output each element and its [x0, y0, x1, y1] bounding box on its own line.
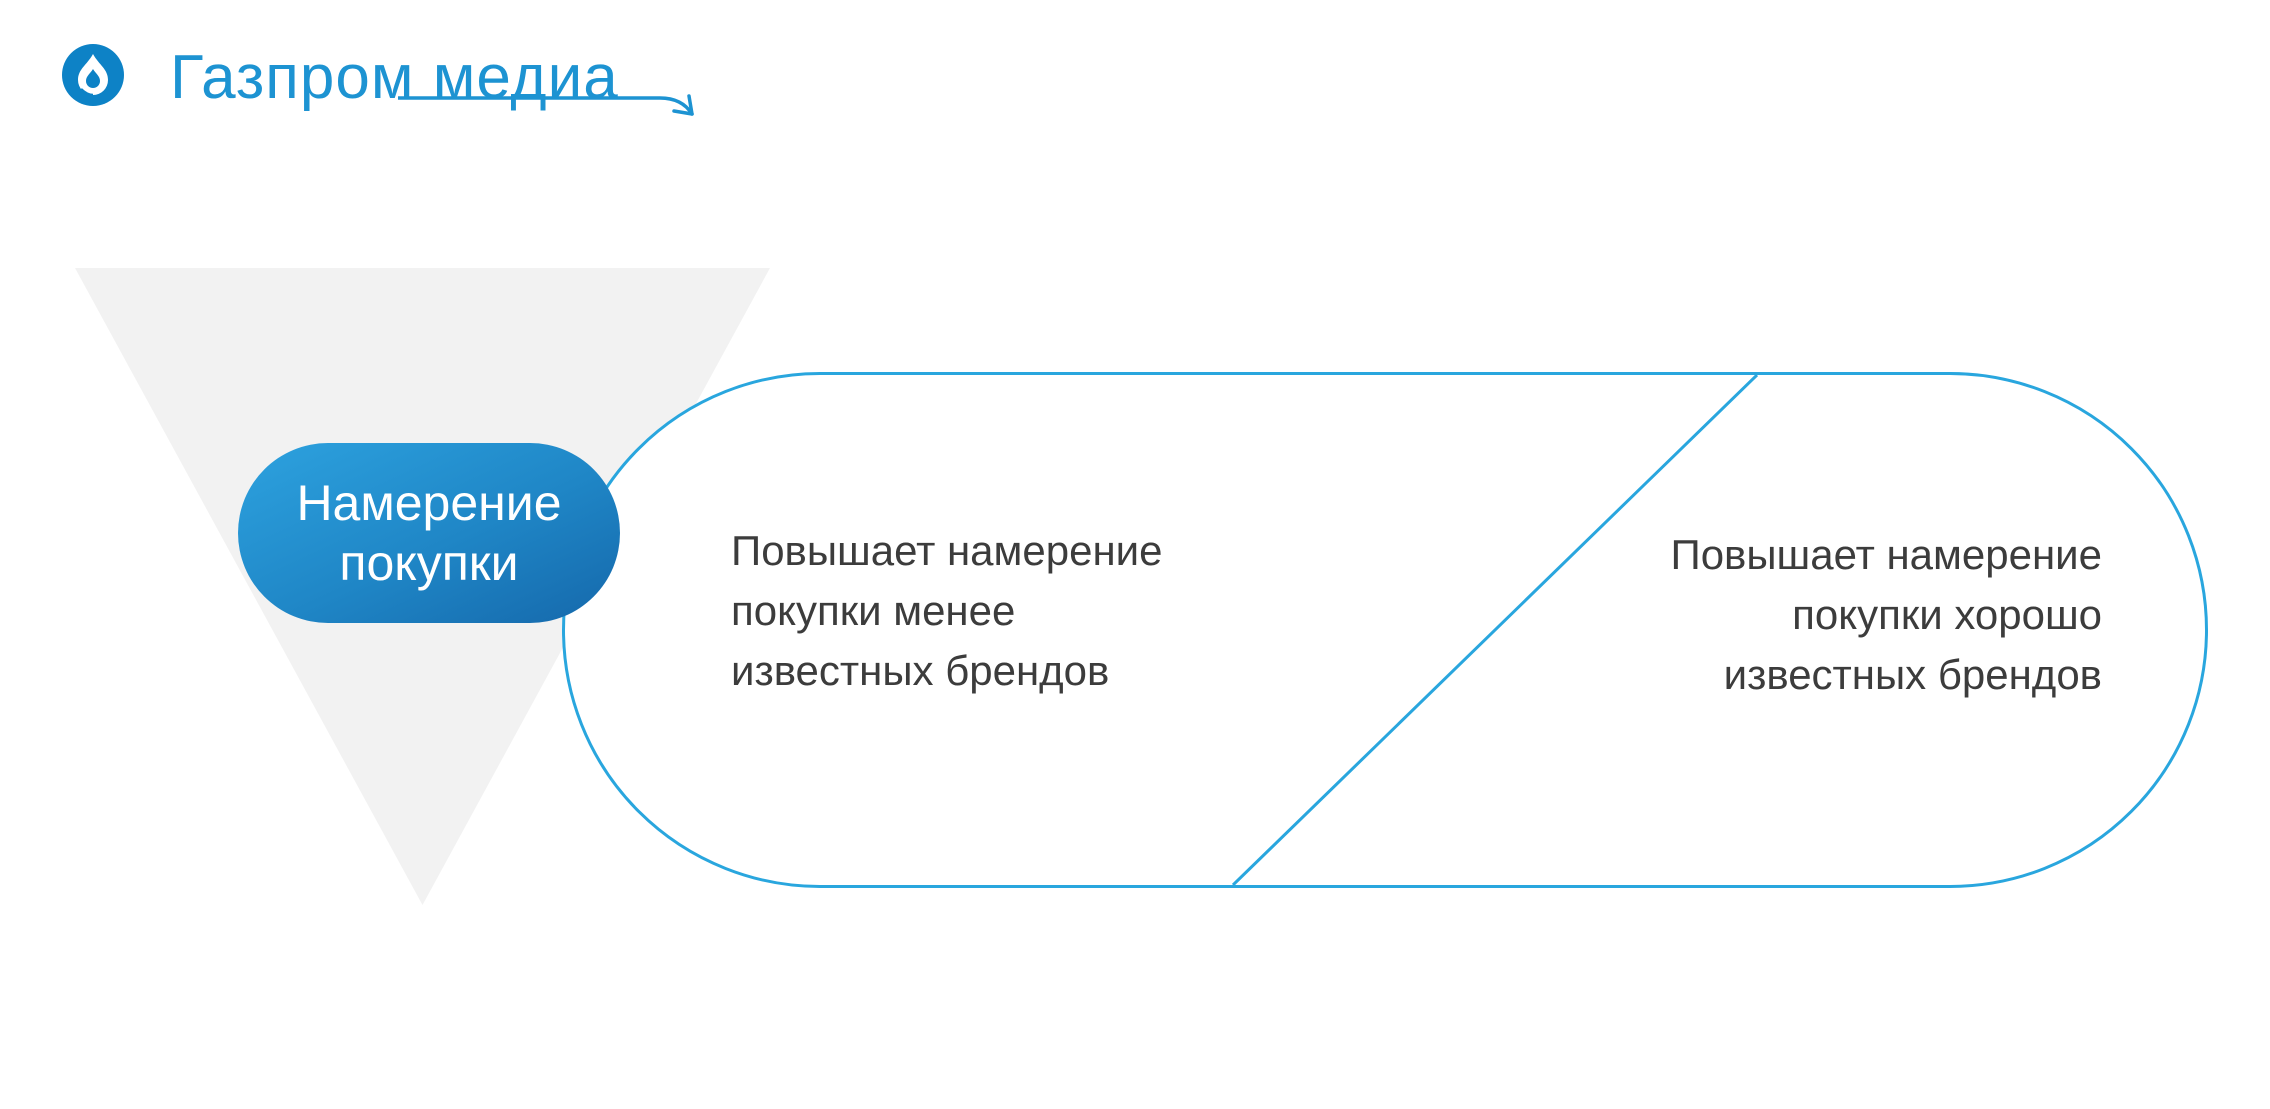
capsule-left-text-line: Повышает намерение [731, 527, 1163, 574]
capsule-right-text-line: покупки хорошо [1792, 591, 2102, 638]
capsule-left-text: Повышает намерение покупки менее известн… [731, 521, 1162, 701]
purchase-intent-badge: Намерение покупки [238, 443, 620, 623]
brand-underline-arrow-icon [398, 94, 694, 116]
capsule-right-text-line: известных брендов [1723, 651, 2102, 698]
capsule-outline: Повышает намерение покупки менее известн… [562, 372, 2208, 888]
diagonal-divider-line [1231, 375, 1759, 885]
gazprom-flame-icon [60, 42, 126, 108]
capsule-right-text-line: Повышает намерение [1670, 531, 2102, 578]
capsule-left-text-line: покупки менее [731, 587, 1016, 634]
capsule-left-text-line: известных брендов [731, 647, 1110, 694]
capsule-right-text: Повышает намерение покупки хорошо извест… [1671, 525, 2102, 705]
purchase-intent-badge-line: покупки [339, 535, 519, 591]
purchase-intent-badge-line: Намерение [296, 475, 562, 531]
